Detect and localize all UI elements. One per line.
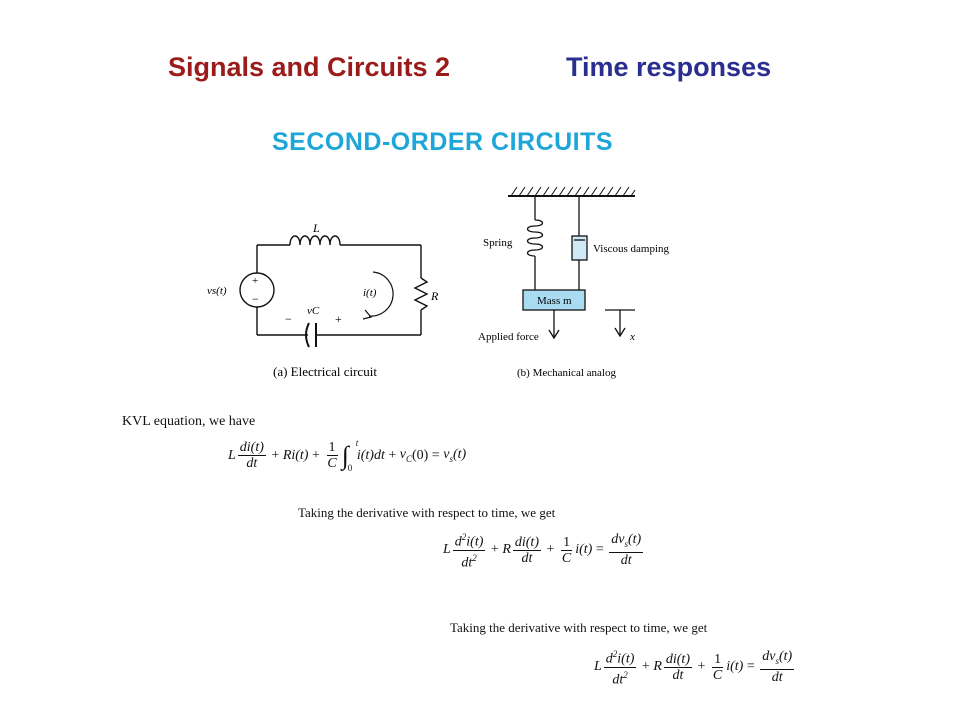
label-plus: +	[335, 312, 342, 326]
label-capacitor-voltage: vC	[307, 305, 320, 317]
kvl-intro-text: KVL equation, we have	[122, 414, 256, 429]
label-source: vs(t)	[207, 285, 227, 297]
caption-mechanical: (b) Mechanical analog	[517, 367, 616, 379]
caption-electrical: (a) Electrical circuit	[273, 364, 377, 379]
label-minus: −	[285, 312, 292, 326]
inductor-symbol	[289, 235, 341, 246]
label-inductor: L	[312, 221, 320, 235]
resistor-symbol	[413, 277, 429, 311]
label-spring: Spring	[483, 237, 513, 249]
label-damping: Viscous damping	[593, 243, 670, 255]
derivative-intro-2: Taking the derivative with respect to ti…	[450, 620, 708, 635]
spring-symbol	[526, 219, 544, 257]
course-title: Signals and Circuits 2	[168, 52, 451, 82]
voltage-source-symbol	[239, 272, 275, 308]
electrical-circuit	[239, 235, 429, 348]
label-mass: Mass m	[537, 295, 572, 307]
derivative-intro-1: Taking the derivative with respect to ti…	[298, 505, 556, 520]
label-displacement: x	[629, 331, 635, 343]
mechanical-analog	[508, 186, 636, 340]
svg-text:−: −	[252, 292, 259, 306]
circuit-figure: + − L R vs(t) i(t) vC − + (a) Electrical…	[207, 186, 670, 379]
topic-title: Time responses	[566, 52, 772, 82]
svg-text:+: +	[252, 275, 258, 287]
section-heading: SECOND-ORDER CIRCUITS	[272, 128, 614, 156]
label-resistor: R	[430, 289, 439, 303]
label-applied-force: Applied force	[478, 331, 539, 343]
current-arrow	[368, 271, 394, 317]
label-current: i(t)	[363, 287, 377, 299]
